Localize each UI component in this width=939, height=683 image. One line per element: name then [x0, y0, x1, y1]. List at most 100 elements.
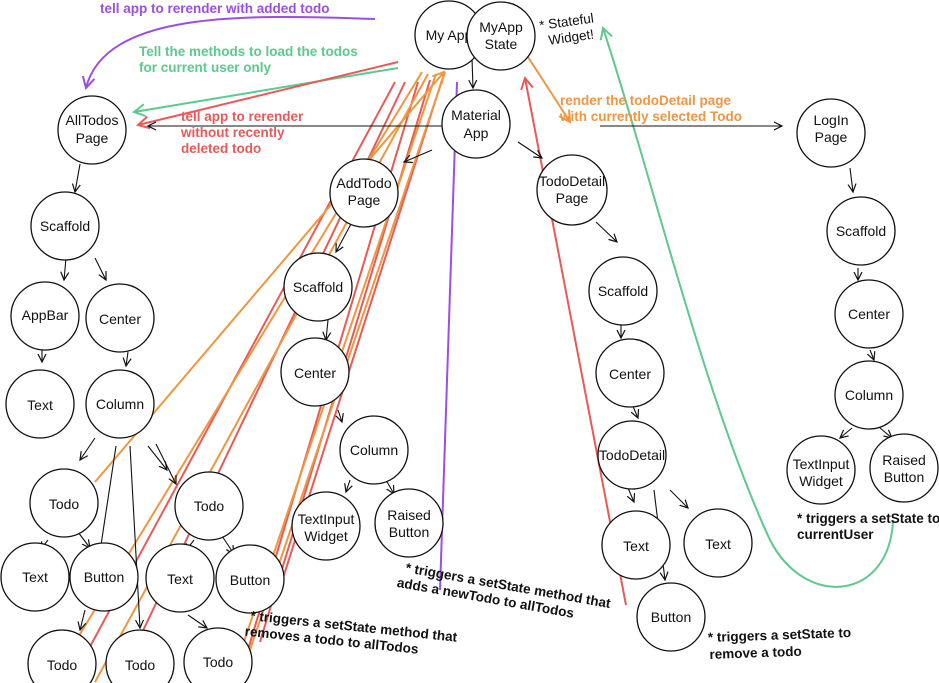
node-scaffold2-line1: Scaffold	[293, 279, 343, 295]
svg-text:AppBar: AppBar	[22, 307, 69, 323]
node-column-addtodo: Column	[339, 415, 409, 485]
svg-text:Text: Text	[623, 538, 649, 554]
node-login-line1: LogIn	[813, 112, 848, 128]
edge-column-button1	[100, 445, 117, 546]
node-raised4-line2: Button	[884, 469, 924, 485]
node-todo2-line1: Todo	[194, 498, 225, 514]
edge-column2-textinput	[346, 479, 350, 492]
svg-text:Todo: Todo	[203, 654, 234, 670]
svg-text:Button: Button	[651, 609, 691, 625]
node-column-login: Column	[834, 360, 904, 430]
edge-column-todo2b	[155, 443, 176, 484]
svg-text:Center: Center	[609, 366, 651, 382]
edge-center4-column	[870, 349, 874, 360]
green-load-curve	[603, 28, 894, 588]
purple-rerender-line	[439, 81, 458, 591]
node-column4-line1: Column	[845, 387, 893, 403]
node-text5-line1: Text	[705, 536, 731, 552]
svg-text:Text: Text	[167, 571, 193, 587]
node-myappstate-line2: State	[485, 36, 518, 52]
node-todo-2: Todo	[174, 471, 244, 541]
node-raised2-line1: Raised	[387, 507, 431, 523]
node-todo3-line1: Todo	[47, 657, 78, 673]
node-scaffold1-line1: Scaffold	[40, 218, 90, 234]
edge-column-todo2	[147, 445, 167, 470]
svg-text:Text: Text	[27, 397, 53, 413]
edge-scaffold-center	[94, 257, 106, 280]
node-center-login: Center	[834, 279, 904, 349]
node-button3-line1: Button	[651, 609, 691, 625]
svg-text:Text: Text	[22, 569, 48, 585]
node-center3-line1: Center	[609, 366, 651, 382]
annotation-setstate-add: * triggers a setState method thatadds a …	[396, 559, 612, 627]
node-raised2-line2: Button	[389, 524, 429, 540]
node-button-todo2: Button	[215, 544, 285, 614]
svg-text:Scaffold: Scaffold	[293, 279, 343, 295]
node-todo-1: Todo	[29, 468, 99, 538]
node-text-detail-1: Text	[601, 510, 671, 580]
annotation-setstate-remove-line1: * triggers a setState to	[708, 625, 852, 645]
annotation-stateful: * StatefulWidget!	[538, 10, 597, 48]
edge-tododetail-text2	[669, 489, 688, 508]
node-tododetail-line1: TodoDetail	[599, 447, 665, 463]
edge-addtodo-scaffold	[336, 221, 353, 252]
svg-text:Button: Button	[84, 569, 124, 585]
node-alltodos-line2: Page	[76, 130, 109, 146]
node-scaffold3-line1: Scaffold	[598, 283, 648, 299]
node-textinput2-line1: TextInput	[298, 511, 355, 527]
svg-text:Todo: Todo	[194, 498, 225, 514]
edge-alltodos-scaffold	[75, 163, 80, 192]
annotation-load-todos-line1: Tell the methods to load the todos	[139, 44, 358, 59]
edge-center2-column	[338, 409, 342, 422]
edge-tododetail-text	[628, 487, 634, 502]
node-scaffold4-line1: Scaffold	[836, 223, 886, 239]
node-center1-line1: Center	[99, 311, 141, 327]
annotation-rerender-deleted-line3: deleted todo	[181, 141, 261, 156]
node-textinput4-line1: TextInput	[793, 456, 850, 472]
node-addtodo-line2: Page	[348, 192, 381, 208]
node-text4-line1: Text	[623, 538, 649, 554]
annotation-render-detail-line2: with currently selected Todo	[559, 109, 742, 124]
node-tododetailpage-line1: TodoDetail	[539, 173, 605, 189]
node-scaffold-addtodo: Scaffold	[283, 252, 353, 322]
svg-text:Scaffold: Scaffold	[598, 283, 648, 299]
node-center4-line1: Center	[848, 306, 890, 322]
svg-text:Todo: Todo	[47, 657, 78, 673]
svg-text:Scaffold: Scaffold	[836, 223, 886, 239]
edge-column-todo1	[80, 437, 96, 460]
edge-scaffold-appbar	[64, 257, 66, 280]
annotation-setstate-user-line2: currentUser	[797, 527, 874, 542]
edge-column2-raised	[385, 479, 394, 494]
svg-text:Center: Center	[99, 311, 141, 327]
node-appbar: AppBar	[10, 281, 80, 351]
node-todo-3: Todo	[27, 629, 97, 683]
node-text-appbar: Text	[5, 369, 75, 439]
edge-column-todo4	[129, 445, 140, 628]
edge-center-column	[126, 351, 128, 366]
edge-login-scaffold	[850, 167, 853, 192]
annotation-rerender-added: tell app to rerender with added todo	[100, 1, 330, 16]
annotation-setstate-user-line1: * triggers a setState to	[797, 511, 939, 526]
edge-column4-textinput	[840, 427, 853, 438]
node-center-alltodos: Center	[85, 283, 155, 353]
svg-text:TodoDetail: TodoDetail	[599, 447, 665, 463]
svg-text:Column: Column	[845, 387, 893, 403]
node-button-detail: Button	[636, 582, 706, 652]
node-textinput2-line2: Widget	[304, 528, 348, 544]
